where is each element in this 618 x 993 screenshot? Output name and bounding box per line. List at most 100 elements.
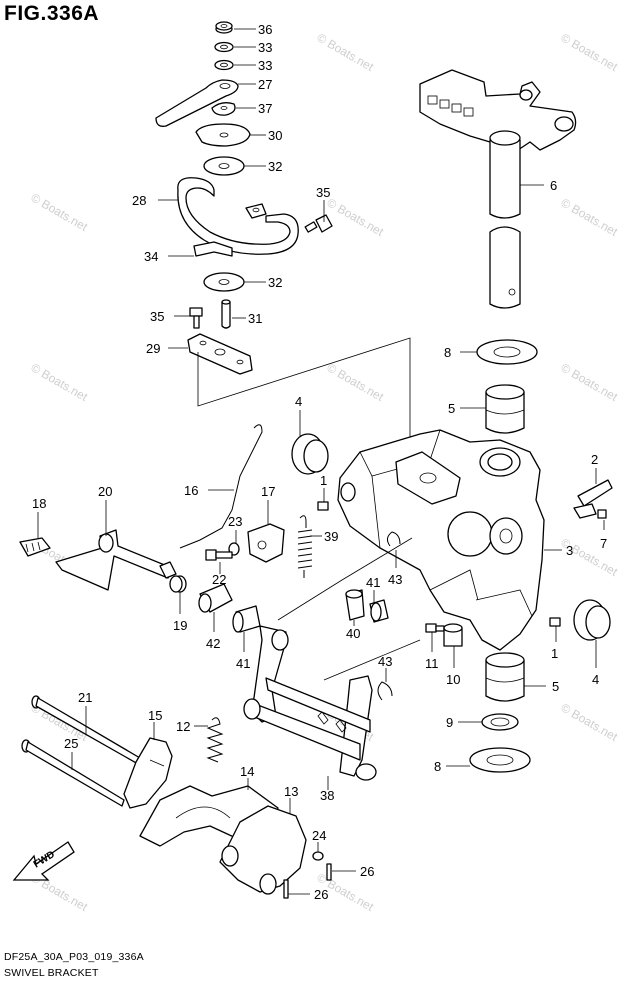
svg-text:© Boats.net: © Boats.net [559, 30, 618, 74]
part-35-bolt-lower [190, 308, 202, 328]
part-12-spring [208, 718, 222, 762]
part-43-circlip-lower [378, 682, 392, 700]
callout-37: 37 [258, 101, 272, 116]
part-24-washer [313, 852, 323, 860]
part-7-screw [598, 510, 606, 518]
callout-25: 25 [64, 736, 78, 751]
part-3-swivel-bracket [338, 430, 544, 650]
callout-1: 1 [551, 646, 558, 661]
callout-8: 8 [444, 345, 451, 360]
svg-text:© Boats.net: © Boats.net [315, 30, 377, 74]
callout-34: 34 [144, 249, 158, 264]
part-5-bushing-lower [486, 653, 524, 701]
callout-21: 21 [78, 690, 92, 705]
callout-5: 5 [448, 401, 455, 416]
part-4-plug-lower [574, 600, 610, 640]
part-32-washer-upper [204, 157, 244, 175]
callout-43: 43 [388, 572, 402, 587]
part-32-washer-lower [204, 273, 244, 291]
part-41-bushing-left [233, 606, 260, 632]
callout-26: 26 [314, 887, 328, 902]
callout-13: 13 [284, 784, 298, 799]
part-33-washer-upper [215, 43, 233, 52]
callout-23: 23 [228, 514, 242, 529]
callout-15: 15 [148, 708, 162, 723]
part-35-bolt-upper [305, 215, 332, 232]
part-22-bolt [206, 550, 232, 560]
part-17-bracket [248, 524, 284, 562]
callout-43: 43 [378, 654, 392, 669]
callout-16: 16 [184, 483, 198, 498]
part-42-collar [199, 584, 232, 612]
callout-35: 35 [316, 185, 330, 200]
part-5-bushing-upper [486, 385, 524, 433]
callout-14: 14 [240, 764, 254, 779]
callout-29: 29 [146, 341, 160, 356]
callout-19: 19 [173, 618, 187, 633]
part-19-bushing [170, 576, 186, 592]
part-28-bracket [178, 178, 298, 254]
callout-40: 40 [346, 626, 360, 641]
svg-text:© Boats.net: © Boats.net [325, 360, 387, 404]
part-39-spring [298, 516, 312, 578]
part-38-tilt-lock [244, 626, 376, 780]
callout-11: 11 [425, 656, 439, 671]
callout-2: 2 [591, 452, 598, 467]
callout-18: 18 [32, 496, 46, 511]
callout-38: 38 [320, 788, 334, 803]
part-9-washer [482, 714, 518, 730]
part-36-nut [216, 22, 232, 33]
part-30-plate [196, 124, 250, 146]
callout-41: 41 [366, 575, 380, 590]
callout-1: 1 [320, 473, 327, 488]
part-1-grease-nipple-lower [550, 618, 560, 626]
callout-3: 3 [566, 543, 573, 558]
part-37-washer [212, 103, 235, 115]
callout-24: 24 [312, 828, 326, 843]
callout-6: 6 [550, 178, 557, 193]
part-4-plug-upper [292, 434, 328, 474]
callout-12: 12 [176, 719, 190, 734]
figure-title: FIG.336A [4, 2, 99, 26]
callout-36: 36 [258, 22, 272, 37]
callout-7: 7 [600, 536, 607, 551]
part-26-cotter-pin-right [327, 864, 331, 880]
callout-20: 20 [98, 484, 112, 499]
part-20-tilt-lever [56, 530, 176, 590]
svg-text:© Boats.net: © Boats.net [29, 190, 91, 234]
callout-4: 4 [592, 672, 599, 687]
part-31-pin [222, 300, 230, 328]
callout-33: 33 [258, 40, 272, 55]
callout-28: 28 [132, 193, 146, 208]
svg-text:© Boats.net: © Boats.net [559, 195, 618, 239]
part-11-bolt [426, 624, 444, 632]
callout-5: 5 [552, 679, 559, 694]
part-8-washer-lower [470, 748, 530, 772]
callout-17: 17 [261, 484, 275, 499]
part-41-bushing-right [370, 600, 388, 622]
callout-27: 27 [258, 77, 272, 92]
callout-41: 41 [236, 656, 250, 671]
callout-39: 39 [324, 529, 338, 544]
callout-42: 42 [206, 636, 220, 651]
part-10-stopper [444, 624, 462, 646]
callout-4: 4 [295, 394, 302, 409]
svg-text:© Boats.net: © Boats.net [29, 360, 91, 404]
part-40-pin [346, 590, 364, 620]
callout-8: 8 [434, 759, 441, 774]
part-1-grease-nipple-upper [318, 502, 328, 510]
callout-26: 26 [360, 864, 374, 879]
drawing-code: DF25A_30A_P03_019_336A [4, 951, 144, 963]
part-33-washer-lower [215, 61, 233, 70]
svg-text:© Boats.net: © Boats.net [559, 360, 618, 404]
part-8-washer-upper [477, 340, 537, 364]
callout-30: 30 [268, 128, 282, 143]
callout-22: 22 [212, 572, 226, 587]
callout-35: 35 [150, 309, 164, 324]
svg-text:© Boats.net: © Boats.net [325, 195, 387, 239]
callout-32: 32 [268, 275, 282, 290]
callout-31: 31 [248, 311, 262, 326]
section-name: SWIVEL BRACKET [4, 967, 99, 979]
